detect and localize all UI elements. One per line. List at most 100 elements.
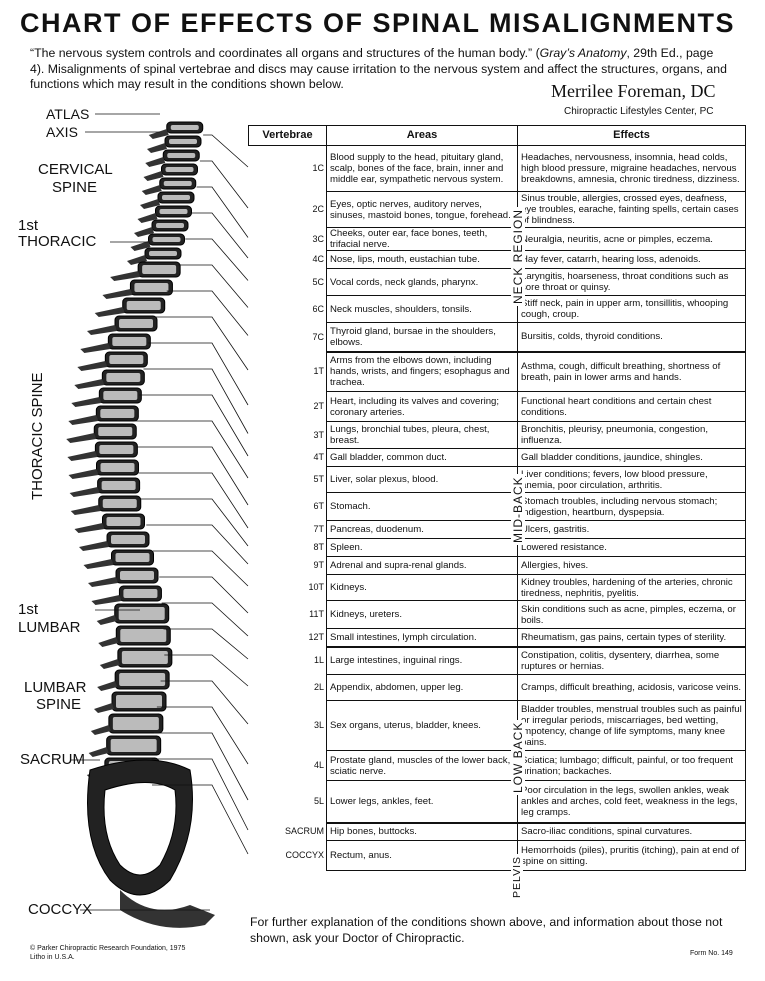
spinous-process <box>97 681 118 691</box>
spinous-process <box>74 379 105 389</box>
effect-cell: Hemorrhoids (piles), pruritis (itching),… <box>517 840 746 871</box>
vertebra-highlight <box>99 445 134 454</box>
label-axis: AXIS <box>46 124 78 140</box>
page-title: CHART OF EFFECTS OF SPINAL MISALIGNMENTS <box>20 8 736 38</box>
leader-line <box>199 160 249 209</box>
effect-cell: Ulcers, gastritis. <box>517 520 746 539</box>
effect-cell: Kidney troubles, hardening of the arteri… <box>517 574 746 601</box>
area-cell: Heart, including its valves and covering… <box>326 391 518 422</box>
vertebra-highlight <box>167 153 196 158</box>
spinous-process <box>130 241 151 251</box>
leader-line <box>153 732 249 801</box>
vertebra-highlight <box>149 251 177 256</box>
vertebra-highlight <box>100 409 135 418</box>
leader-line <box>160 680 249 725</box>
effect-cell: Bursitis, colds, thyroid conditions. <box>517 322 746 353</box>
vertebra-cell: 6T <box>313 501 324 511</box>
effect-cell: Rheumatism, gas pains, certain types of … <box>517 628 746 648</box>
leader-lines <box>70 113 249 911</box>
spinous-process <box>67 451 98 461</box>
effect-cell: Functional heart conditions and certain … <box>517 391 746 422</box>
area-cell: Eyes, optic nerves, auditory nerves, sin… <box>326 191 518 228</box>
leader-line <box>166 290 249 336</box>
spinous-process <box>94 703 114 713</box>
area-cell: Prostate gland, muscles of the lower bac… <box>326 750 518 781</box>
header-areas: Areas <box>326 125 518 146</box>
spinous-process <box>137 213 158 223</box>
vertebra-highlight <box>163 181 192 186</box>
spinous-process <box>90 725 111 735</box>
label-first-lumbar: LUMBAR <box>18 619 81 636</box>
copyright-line: © Parker Chiropractic Research Foundatio… <box>30 945 186 952</box>
vertebra-highlight <box>170 125 199 130</box>
spinous-process <box>68 469 99 479</box>
leader-line <box>196 186 249 238</box>
spinous-process <box>83 559 114 569</box>
spinous-process <box>79 541 109 551</box>
area-cell: Small intestines, lymph circulation. <box>326 628 518 648</box>
region-lowback: LOW BACK <box>511 719 525 795</box>
vertebra-cell: 3C <box>312 233 324 244</box>
region-neck: NECK REGION <box>511 206 525 306</box>
vertebra-highlight <box>123 589 158 598</box>
area-cell: Cheeks, outer ear, face bones, teeth, tr… <box>326 227 518 251</box>
leader-line <box>152 550 249 587</box>
vertebra-highlight <box>100 463 135 472</box>
effect-cell: Stomach troubles, including nervous stom… <box>517 492 746 521</box>
area-cell: Spleen. <box>326 538 518 557</box>
spinous-process <box>87 325 117 335</box>
label-cervical: CERVICAL <box>38 161 113 178</box>
leader-line <box>152 784 249 855</box>
vertebra-cell: 2L <box>313 682 324 692</box>
leader-line <box>163 628 249 660</box>
vertebra-cell: 4L <box>313 760 324 770</box>
spinous-process <box>134 227 154 237</box>
leader-line <box>155 316 249 371</box>
effect-cell: Gall bladder conditions, jaundice, shing… <box>517 448 746 467</box>
vertebra-cell: 1L <box>313 655 324 665</box>
table-header-row: Vertebrae Areas Effects <box>248 125 746 146</box>
vertebra-cell: 9T <box>313 560 324 570</box>
vertebra-cell: 1T <box>313 366 324 376</box>
vertebra-cell: 5T <box>313 474 324 484</box>
vertebra-highlight <box>98 427 133 436</box>
effect-cell: Bronchitis, pleurisy, pneumonia, congest… <box>517 421 746 449</box>
area-cell: Lower legs, ankles, feet. <box>326 780 518 824</box>
vertebra-cell: 4C <box>312 254 324 264</box>
vertebra-cell: 7T <box>313 524 324 534</box>
leader-line <box>146 524 249 565</box>
leader-line <box>191 212 249 259</box>
leader-line <box>135 420 249 479</box>
spinous-process <box>98 637 119 647</box>
label-coccyx: COCCYX <box>28 901 93 918</box>
spinous-process <box>110 271 141 281</box>
effect-cell: Asthma, cough, difficult breathing, shor… <box>517 351 746 392</box>
area-cell: Kidneys, ureters. <box>326 600 518 629</box>
vertebra-cell: 8T <box>313 542 324 552</box>
area-cell: Blood supply to the head, pituitary glan… <box>326 145 518 192</box>
form-number: Form No. 149 <box>690 950 733 957</box>
label-first-thoracic: THORACIC <box>18 233 97 250</box>
spinous-process <box>77 361 108 371</box>
leader-line <box>151 758 249 831</box>
leader-line <box>156 706 249 765</box>
effect-cell: Cramps, difficult breathing, acidosis, v… <box>517 674 746 701</box>
spinous-process <box>88 747 109 757</box>
label-lumbar-spine: LUMBAR <box>24 679 87 696</box>
leader-line <box>164 654 249 687</box>
area-cell: Adrenal and supra-renal glands. <box>326 556 518 575</box>
vertebra-highlight <box>120 571 154 580</box>
vertebrae-group <box>66 121 215 928</box>
area-cell: Gall bladder, common duct. <box>326 448 518 467</box>
area-cell: Thyroid gland, bursae in the shoulders, … <box>326 322 518 353</box>
vertebra-highlight <box>112 337 147 346</box>
